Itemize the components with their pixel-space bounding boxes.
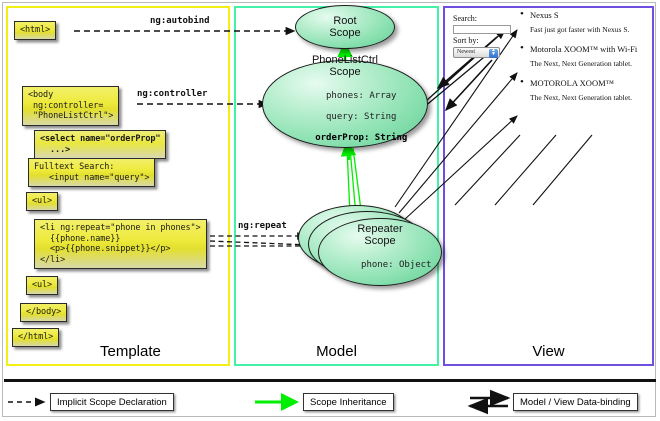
list-item[interactable]: Motorola XOOM™ with Wi-Fi The Next, Next… [518, 43, 652, 69]
sort-by-selected-value: Newest [457, 49, 475, 55]
scope-phonelist-title-2: Scope [329, 66, 361, 79]
list-item[interactable]: Nexus S Fast just got faster with Nexus … [518, 9, 652, 35]
scope-root-title-1: Root [333, 14, 357, 27]
view-sort-form: Sort by: Newest ▲▼ [453, 36, 500, 58]
code-html-close: </html> [12, 328, 60, 347]
sort-by-label: Sort by: [453, 36, 479, 45]
code-select: <select name="orderProp" ...> [34, 130, 167, 159]
label-ng-autobind: ng:autobind [150, 16, 210, 26]
scope-phonelist-prop-query: query: String [326, 112, 397, 123]
phone-snippet: Fast just got faster with Nexus S. [530, 25, 630, 34]
panel-model-label: Model [316, 343, 357, 360]
sort-by-select[interactable]: Newest ▲▼ [453, 47, 500, 58]
phone-name: MOTOROLA XOOM™ [518, 77, 652, 89]
outer-frame [2, 2, 656, 417]
code-html-open: <html> [14, 21, 57, 40]
phone-name: Nexus S [518, 9, 652, 21]
phone-name: Motorola XOOM™ with Wi-Fi [518, 43, 652, 55]
legend-divider [4, 379, 656, 382]
view-search-form: Search: [453, 14, 511, 34]
legend-item-inheritance: Scope Inheritance [303, 393, 394, 411]
label-ng-controller: ng:controller [137, 89, 208, 99]
list-item[interactable]: MOTOROLA XOOM™ The Next, Next Generation… [518, 77, 652, 103]
scope-phonelistctrl: PhoneListCtrl Scope phones: Array query:… [262, 54, 428, 148]
code-body-open: <body ng:controller= "PhoneListCtrl"> [22, 86, 120, 126]
scope-repeater-title-1: Repeater [357, 222, 403, 235]
panel-template-label: Template [100, 343, 161, 360]
phone-list: Nexus S Fast just got faster with Nexus … [518, 9, 652, 112]
phone-snippet: The Next, Next Generation tablet. [530, 59, 633, 68]
scope-repeater: Repeater Scope phone: Object [318, 218, 442, 286]
code-li-repeat: <li ng:repeat="phone in phones"> {{phone… [34, 219, 207, 269]
scope-phonelist-prop-phones: phones: Array [326, 91, 397, 102]
legend-item-implicit: Implicit Scope Declaration [50, 393, 174, 411]
panel-template: Template [6, 6, 230, 366]
label-ng-repeat: ng:repeat [238, 221, 287, 231]
chevron-updown-icon: ▲▼ [489, 48, 498, 58]
code-ul-open: <ul> [26, 192, 59, 211]
scope-root: Root Scope [295, 5, 395, 49]
legend-label-databinding: Model / View Data-binding [513, 393, 638, 411]
phone-snippet: The Next, Next Generation tablet. [530, 93, 633, 102]
legend-item-databinding: Model / View Data-binding [513, 393, 638, 411]
code-ul-close: <ul> [26, 276, 59, 295]
code-body-close: </body> [20, 303, 68, 322]
panel-view-label: View [532, 343, 565, 360]
search-label: Search: [453, 14, 477, 23]
scope-repeater-prop-phone: phone: Object [361, 260, 432, 271]
legend-label-inheritance: Scope Inheritance [303, 393, 394, 411]
scope-phonelist-prop-orderprop: orderProp: String [315, 133, 408, 144]
code-search-input: Fulltext Search: <input name="query"> [28, 158, 156, 187]
search-input[interactable] [453, 25, 511, 34]
legend-label-implicit: Implicit Scope Declaration [50, 393, 174, 411]
scope-repeater-title-2: Scope [364, 235, 396, 248]
scope-root-title-2: Scope [329, 27, 361, 39]
scope-phonelist-title-1: PhoneListCtrl [311, 53, 379, 66]
